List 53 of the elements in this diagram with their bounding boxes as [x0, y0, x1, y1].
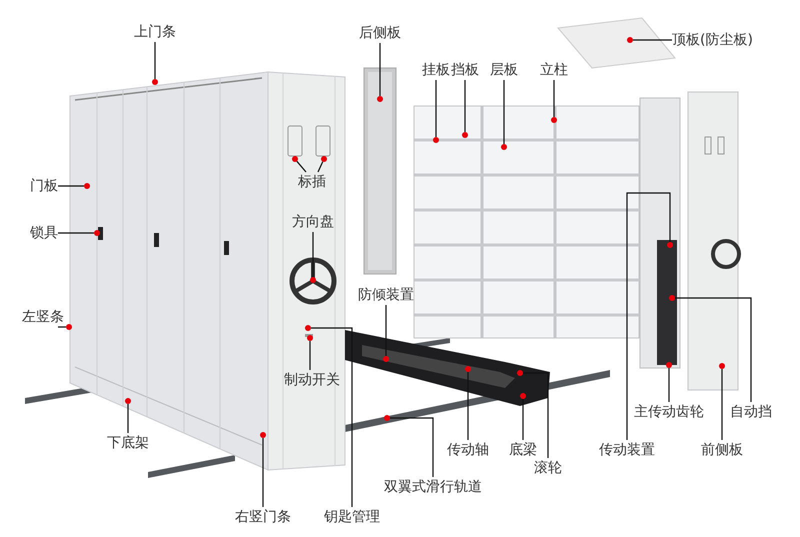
leader-line — [311, 327, 353, 507]
part-label: 双翼式滑行轨道 — [384, 477, 482, 497]
leader-line — [296, 160, 306, 172]
leader-line — [464, 80, 466, 132]
part-label: 右竖门条 — [235, 507, 291, 527]
leader-line — [312, 232, 314, 277]
leader-line — [309, 341, 311, 370]
part-label: 下底架 — [107, 433, 149, 453]
part-label: 上门条 — [134, 22, 176, 42]
part-label: 方向盘 — [292, 212, 334, 232]
leader-line — [467, 372, 469, 440]
leader-line — [385, 305, 387, 356]
part-label: 锁具 — [30, 223, 58, 243]
pointer-dot — [152, 79, 158, 85]
leader-line — [154, 42, 156, 79]
part-label: 层板 — [490, 60, 518, 80]
part-label: 传动轴 — [447, 440, 489, 460]
pointer-dot — [384, 415, 390, 421]
leader-line — [721, 369, 723, 440]
leader-line — [553, 80, 555, 117]
leader-line — [390, 417, 434, 477]
part-label: 后侧板 — [359, 23, 401, 43]
part-label: 钥匙管理 — [324, 507, 380, 527]
leader-line — [317, 161, 324, 172]
part-label: 挡板 — [451, 60, 479, 80]
part-label: 自动挡 — [730, 402, 772, 422]
leader-line — [262, 438, 264, 507]
part-label: 标插 — [298, 172, 326, 192]
leader-line — [435, 80, 437, 137]
leader-line — [503, 80, 505, 144]
part-label: 防倾装置 — [358, 285, 414, 305]
leader-line — [668, 368, 670, 402]
part-label: 挂板 — [422, 60, 450, 80]
part-label: 左竖条 — [22, 307, 64, 327]
leader-line — [58, 232, 94, 234]
part-label: 立柱 — [540, 60, 568, 80]
part-label: 顶板(防尘板) — [672, 30, 753, 50]
leader-line — [58, 185, 84, 187]
part-label: 主传动齿轮 — [634, 402, 704, 422]
leader-line — [522, 399, 524, 440]
leader-line — [523, 372, 549, 458]
leader-line — [633, 39, 672, 41]
part-label: 前侧板 — [701, 440, 743, 460]
leader-line — [626, 192, 671, 440]
part-label: 底梁 — [509, 440, 537, 460]
part-label: 制动开关 — [284, 370, 340, 390]
part-label: 门板 — [30, 176, 58, 196]
leader-line — [127, 404, 129, 433]
part-label: 滚轮 — [534, 458, 562, 478]
leader-line — [379, 43, 381, 96]
part-label: 传动装置 — [599, 440, 655, 460]
leader-line — [675, 297, 752, 402]
pointer-dot — [66, 324, 72, 330]
